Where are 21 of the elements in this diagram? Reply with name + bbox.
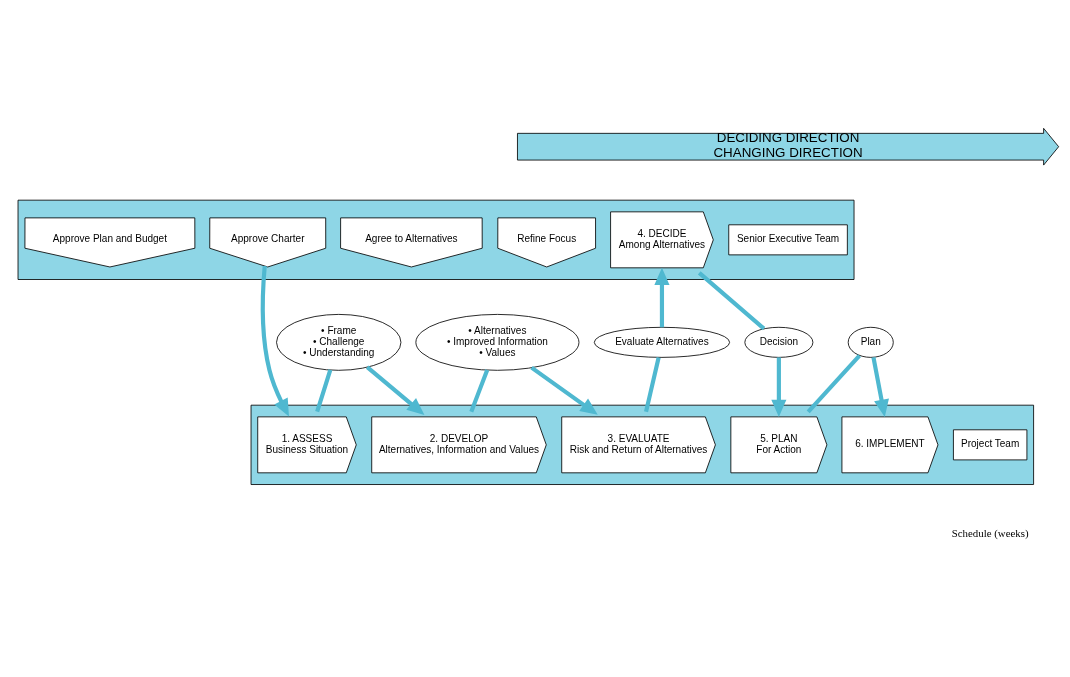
node-box: Project Team (953, 428, 1028, 460)
connector (644, 356, 661, 412)
node-ellipse: • Alternatives • Improved Information • Values (415, 313, 580, 371)
connector (469, 368, 490, 412)
arrow (260, 265, 289, 416)
arrow (654, 267, 670, 327)
node-ellipse: Plan (847, 326, 894, 358)
node-ellipse: Evaluate Alternatives (593, 326, 731, 358)
label: Schedule (weeks) (951, 526, 1029, 539)
cluster (250, 404, 1034, 485)
node-box: Senior Executive Team (728, 223, 848, 255)
connector (315, 368, 333, 412)
arrow (771, 356, 787, 417)
connector (697, 270, 766, 330)
arrow (871, 356, 889, 417)
arrow (365, 364, 425, 415)
cluster (17, 199, 855, 280)
node-ellipse: Decision (744, 326, 814, 358)
connector (806, 353, 861, 413)
arrow (530, 365, 598, 415)
node-ellipse: • Frame • Challenge • Understanding (276, 313, 402, 371)
